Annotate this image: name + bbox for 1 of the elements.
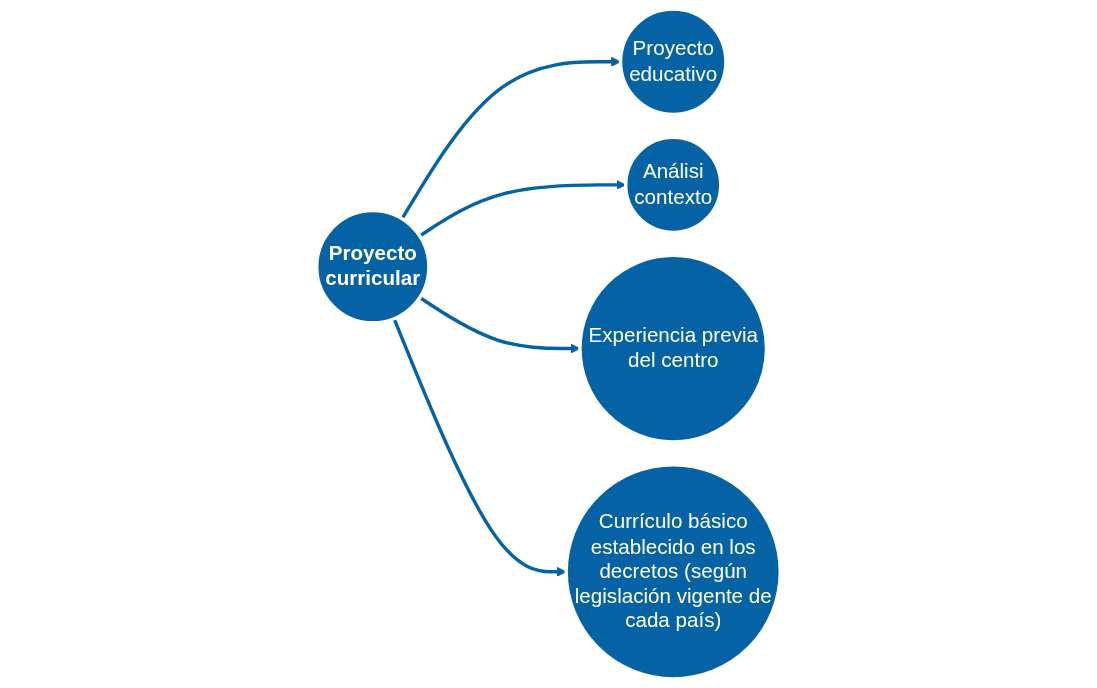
node-circle: Currículo básico establecido en los decretos (según legislación vigente de cada país)	[564, 463, 782, 681]
